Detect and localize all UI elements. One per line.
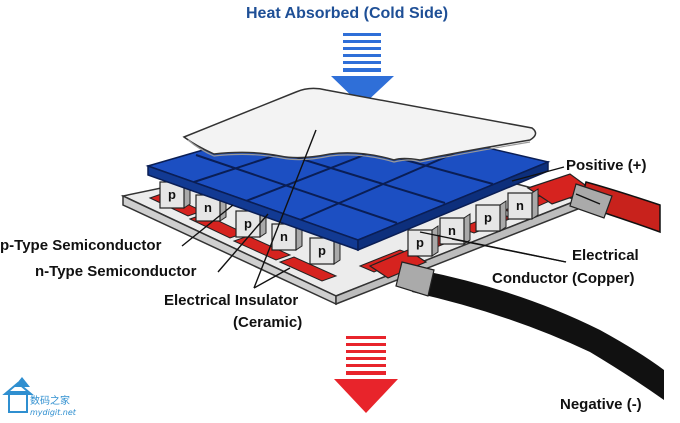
n-pellet: n [507, 188, 539, 220]
pellet-letter: p [416, 235, 424, 250]
negative-terminal-tab [368, 249, 428, 279]
watermark-text: 数码之家 [30, 396, 70, 407]
pellet-letter: n [516, 198, 524, 213]
p-pellet: p [407, 225, 439, 257]
pellet-letter: n [448, 223, 456, 238]
pellet-letter: p [318, 243, 326, 258]
n-pellet: n [271, 219, 303, 251]
pellet-letter: p [168, 187, 176, 202]
pellet-letter: n [280, 229, 288, 244]
positive-label: Positive (+) [566, 157, 647, 174]
pellet-letter: n [204, 200, 212, 215]
negative-label: Negative (-) [560, 396, 642, 413]
insulator-label-line2: (Ceramic) [233, 314, 303, 331]
conductor-label-line1: Electrical [572, 247, 639, 264]
negative-wire [412, 270, 664, 400]
top-ceramic-plate [182, 87, 537, 163]
watermark-url: mydigit.net [30, 408, 76, 417]
house-logo-icon [2, 377, 34, 413]
leader-lines [181, 129, 601, 289]
pellet-letter: p [484, 210, 492, 225]
pellet-letter: p [244, 216, 252, 231]
p-type-label: p-Type Semiconductor [0, 237, 162, 254]
p-pellet: p [475, 200, 507, 232]
conductor-label-line2: Conductor (Copper) [492, 270, 635, 287]
diagram-title: Heat Absorbed (Cold Side) [246, 5, 449, 22]
insulator-label-line1: Electrical Insulator [164, 292, 299, 309]
heat-in-arrow-icon [331, 33, 394, 106]
n-type-label: n-Type Semiconductor [35, 263, 197, 280]
semiconductor-pellets: p n p n p p n p n [159, 177, 539, 265]
heat-out-arrow-icon [334, 336, 398, 413]
